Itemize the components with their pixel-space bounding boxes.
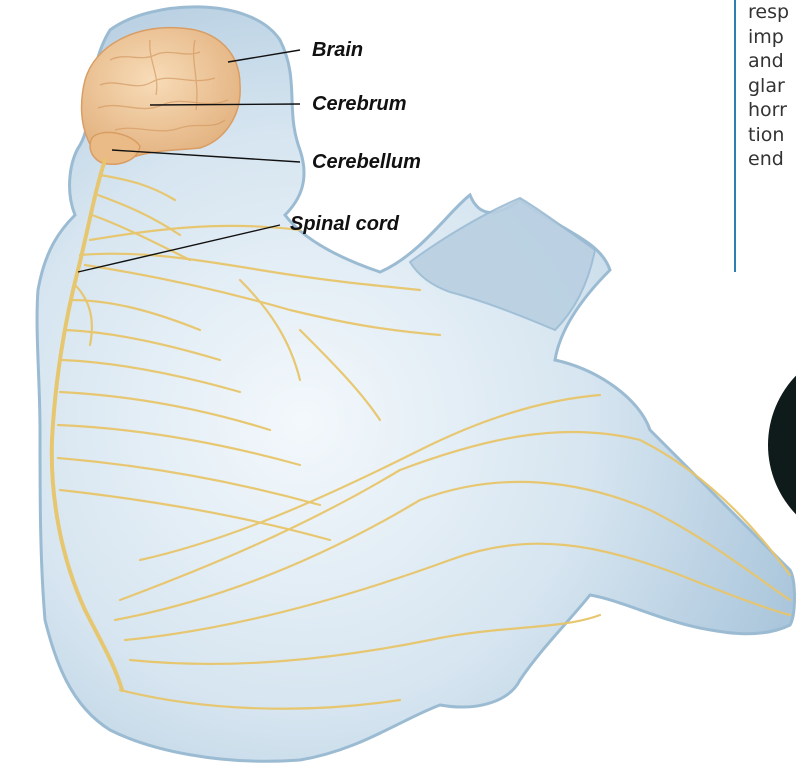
side-text-column: resp imp and glar horr tion end (748, 0, 796, 272)
side-text-line: imp (748, 25, 796, 50)
cerebrum-leader (150, 104, 300, 105)
dark-disc (768, 345, 796, 545)
side-text-rule (734, 0, 736, 272)
side-text-line: glar (748, 74, 796, 99)
side-text-line: tion (748, 123, 796, 148)
side-text-line: and (748, 49, 796, 74)
label-cerebellum: Cerebellum (312, 152, 421, 172)
label-spinal-cord: Spinal cord (290, 214, 399, 234)
label-brain: Brain (312, 40, 363, 60)
label-cerebrum: Cerebrum (312, 94, 406, 114)
side-text-line: resp (748, 0, 796, 25)
side-text-line: end (748, 147, 796, 172)
side-text-line: horr (748, 98, 796, 123)
